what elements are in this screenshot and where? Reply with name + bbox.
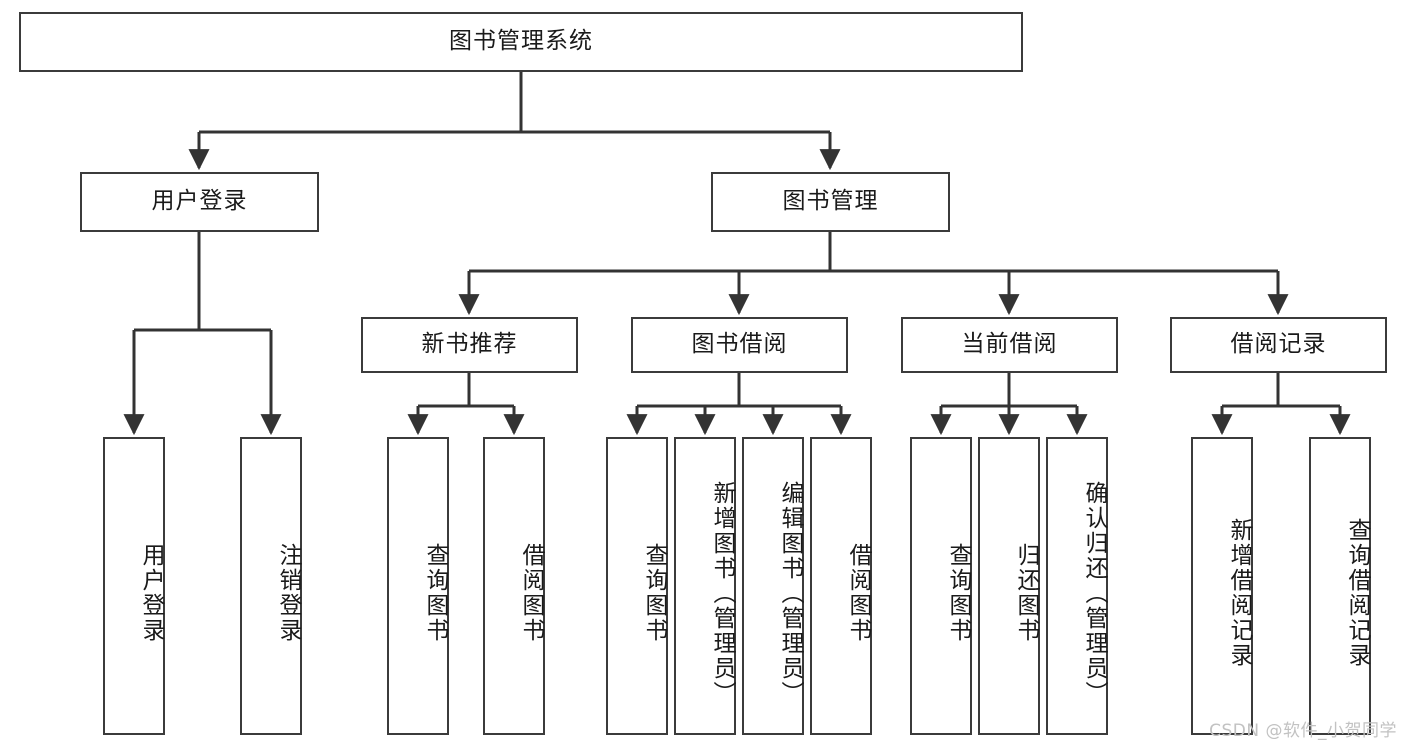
leaf-current-query-book-label: 查询图书	[945, 543, 971, 643]
leaf-current-query-book[interactable]: 查询图书	[910, 437, 972, 735]
node-user-login[interactable]: 用户登录	[80, 172, 319, 232]
leaf-borrow-borrow-book[interactable]: 借阅图书	[810, 437, 872, 735]
leaf-record-add-label: 新增借阅记录	[1226, 518, 1252, 668]
leaf-recommend-borrow-book-label: 借阅图书	[518, 543, 544, 643]
node-borrow-record[interactable]: 借阅记录	[1170, 317, 1387, 373]
leaf-logout[interactable]: 注销登录	[240, 437, 302, 735]
leaf-borrow-add-book[interactable]: 新增图书（管理员）	[674, 437, 736, 735]
csdn-watermark: CSDN @软件_小贺同学	[1209, 721, 1397, 741]
leaf-borrow-query-book[interactable]: 查询图书	[606, 437, 668, 735]
node-new-book-recommend[interactable]: 新书推荐	[361, 317, 578, 373]
leaf-recommend-query-book-label: 查询图书	[422, 543, 448, 643]
leaf-record-query-label: 查询借阅记录	[1344, 518, 1370, 668]
leaf-borrow-add-book-label: 新增图书（管理员）	[709, 480, 735, 706]
leaf-borrow-edit-book-label: 编辑图书（管理员）	[777, 480, 803, 706]
leaf-record-query[interactable]: 查询借阅记录	[1309, 437, 1371, 735]
leaf-current-confirm-return-label: 确认归还（管理员）	[1081, 480, 1107, 706]
leaf-current-confirm-return[interactable]: 确认归还（管理员）	[1046, 437, 1108, 735]
node-book-borrow[interactable]: 图书借阅	[631, 317, 848, 373]
leaf-recommend-query-book[interactable]: 查询图书	[387, 437, 449, 735]
leaf-record-add[interactable]: 新增借阅记录	[1191, 437, 1253, 735]
leaf-user-login[interactable]: 用户登录	[103, 437, 165, 735]
leaf-current-return-book-label: 归还图书	[1013, 543, 1039, 643]
leaf-current-return-book[interactable]: 归还图书	[978, 437, 1040, 735]
leaf-borrow-edit-book[interactable]: 编辑图书（管理员）	[742, 437, 804, 735]
leaf-borrow-borrow-book-label: 借阅图书	[845, 543, 871, 643]
leaf-recommend-borrow-book[interactable]: 借阅图书	[483, 437, 545, 735]
leaf-logout-label: 注销登录	[275, 543, 301, 643]
leaf-user-login-label: 用户登录	[138, 543, 164, 643]
node-current-borrow[interactable]: 当前借阅	[901, 317, 1118, 373]
node-root[interactable]: 图书管理系统	[19, 12, 1023, 72]
node-book-manage[interactable]: 图书管理	[711, 172, 950, 232]
leaf-borrow-query-book-label: 查询图书	[641, 543, 667, 643]
